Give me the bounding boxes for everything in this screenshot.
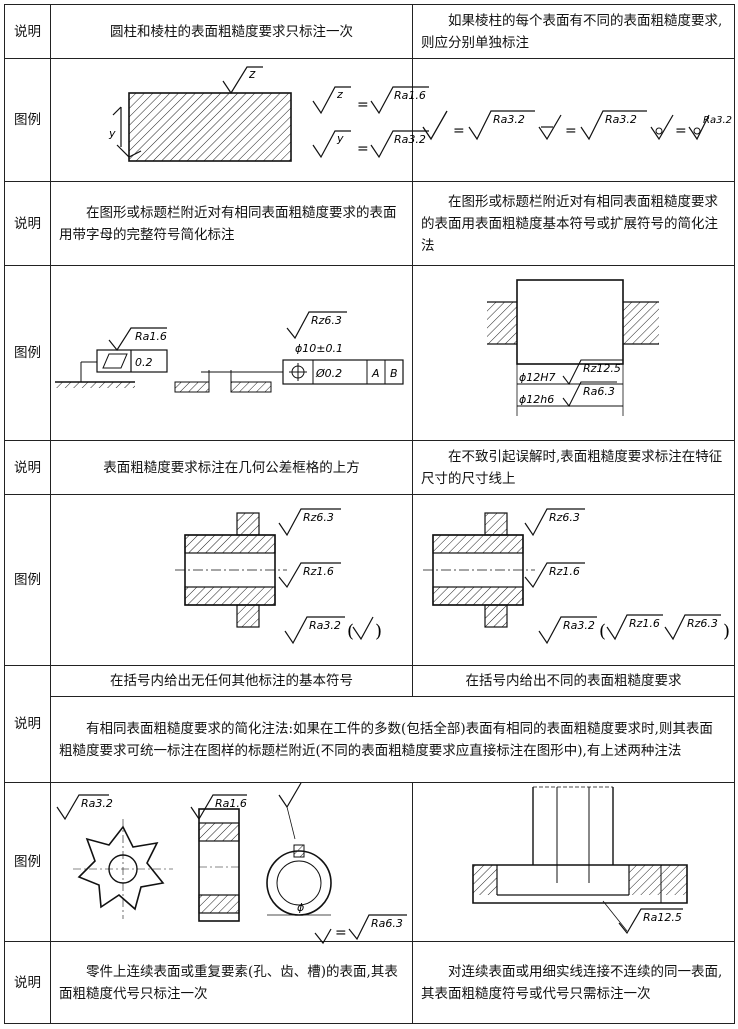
- desc-basic-symbol: 在图形或标题栏附近对有相同表面粗糙度要求的表面用表面粗糙度基本符号或扩展符号的简…: [412, 181, 735, 266]
- figure-gear-values: Rz6.3 Rz1.6 Ra3.2 ( Rz1.6 Rz6.3 ): [412, 494, 735, 666]
- desc-letter-symbol: 在图形或标题栏附近对有相同表面粗糙度要求的表面用带字母的完整符号简化标注: [50, 181, 413, 266]
- tol1: 0.2: [135, 356, 153, 369]
- row-label-desc: 说明: [4, 665, 51, 783]
- desc-values-in-brackets: 在括号内给出不同的表面粗糙度要求: [412, 665, 735, 697]
- ra16: Ra1.6: [215, 797, 247, 810]
- eq: =: [335, 925, 347, 941]
- ra125: Ra12.5: [643, 911, 682, 924]
- figure-shaft-fit-drawing: ϕ12H7 Rz12.5 ϕ12h6 Ra6.3: [487, 279, 659, 416]
- eq-a: =: [453, 123, 465, 139]
- rz16: Rz1.6: [549, 565, 580, 578]
- d1: ϕ12H7: [519, 371, 556, 384]
- rules-table: 说明 圆柱和棱柱的表面粗糙度要求只标注一次 如果棱柱的每个表面有不同的表面粗糙度…: [4, 4, 735, 1024]
- figure-continuous-drawing: Ra12.5: [472, 786, 688, 935]
- desc-continuous-surfaces: 对连续表面或用细实线连接不连续的同一表面,其表面粗糙度符号或代号只需标注一次: [412, 941, 735, 1024]
- svg-text:(: (: [347, 621, 354, 642]
- ra63: Ra6.3: [371, 917, 403, 930]
- row-label-fig: 图例: [4, 782, 51, 942]
- eq1-z: z: [336, 88, 343, 101]
- desc-prism-each-surface: 如果棱柱的每个表面有不同的表面粗糙度要求,则应分别单独标注: [412, 4, 735, 59]
- dim-10: ϕ10±0.1: [295, 342, 343, 355]
- eq2-y: y: [336, 132, 344, 145]
- row-label-desc: 说明: [4, 181, 51, 266]
- ra16-label: Ra1.6: [135, 330, 167, 343]
- d2: ϕ12h6: [519, 393, 554, 406]
- rz63-label: Rz6.3: [311, 314, 342, 327]
- figure-continuous-surface: Ra12.5: [412, 782, 735, 942]
- row-label-fig: 图例: [4, 58, 51, 182]
- desc-cylinder-prism: 圆柱和棱柱的表面粗糙度要求只标注一次: [50, 4, 413, 59]
- rz63-b: Rz6.3: [687, 617, 718, 630]
- figure-cylinder-prism-drawing: z y z = Ra1.6 y = Ra3.2: [108, 66, 429, 162]
- row-label-desc: 说明: [4, 4, 51, 59]
- tol2: Ø0.2: [315, 367, 342, 380]
- desc-simplified-method: 有相同表面粗糙度要求的简化注法:如果在工件的多数(包括全部)表面有相同的表面粗糙…: [50, 696, 735, 783]
- rz16-b: Rz1.6: [629, 617, 660, 630]
- ra-a: Ra3.2: [493, 113, 525, 126]
- figure-prism-symbols: = Ra3.2 = Ra3.2 = Ra3.2: [422, 110, 732, 141]
- rz16: Rz1.6: [303, 565, 334, 578]
- row-label-desc: 说明: [4, 941, 51, 1024]
- row-label-fig: 图例: [4, 265, 51, 441]
- eq2-sign: =: [357, 141, 369, 157]
- rz125: Rz12.5: [583, 362, 621, 375]
- phi: ϕ: [297, 901, 304, 914]
- ra32: Ra3.2: [81, 797, 113, 810]
- datum-b: B: [390, 367, 398, 380]
- figure-repeated-drawing: Ra3.2 Ra1.6 ϕ =: [56, 782, 407, 945]
- figure-gear-basic-drawing: Rz6.3 Rz1.6 Ra3.2 ( ): [175, 508, 382, 645]
- svg-text:): ): [375, 621, 382, 642]
- rz63: Rz6.3: [549, 511, 580, 524]
- datum-a: A: [371, 367, 380, 380]
- eq-b: =: [565, 123, 577, 139]
- figure-shaft-fit: ϕ12H7 Rz12.5 ϕ12h6 Ra6.3: [412, 265, 735, 441]
- rz63: Rz6.3: [303, 511, 334, 524]
- label-y: y: [108, 127, 116, 140]
- figure-prism-each-surface: = Ra3.2 = Ra3.2 = Ra3.2: [412, 58, 735, 182]
- desc-basic-in-brackets: 在括号内给出无任何其他标注的基本符号: [50, 665, 413, 697]
- ra63: Ra6.3: [583, 385, 615, 398]
- figure-repeated-elements: Ra3.2 Ra1.6 ϕ =: [50, 782, 413, 945]
- eq1-sign: =: [357, 97, 369, 113]
- desc-above-frame: 表面粗糙度要求标注在几何公差框格的上方: [50, 440, 413, 495]
- ra32: Ra3.2: [563, 619, 595, 632]
- label-z: z: [248, 67, 256, 81]
- svg-text:(: (: [599, 621, 606, 642]
- figure-gear-values-drawing: Rz6.3 Rz1.6 Ra3.2 ( Rz1.6 Rz6.3 ): [423, 508, 730, 645]
- ra-c: Ra3.2: [703, 115, 732, 126]
- ra32: Ra3.2: [309, 619, 341, 632]
- eq-c: =: [675, 123, 687, 139]
- ra-b: Ra3.2: [605, 113, 637, 126]
- figure-cylinder-prism: z y z = Ra1.6 y = Ra3.2: [50, 58, 429, 182]
- figure-tolerance-frames: 0.2 Ra1.6 Ø0.2 A B ϕ10±0.1: [50, 265, 413, 441]
- row-label-desc: 说明: [4, 440, 51, 495]
- svg-text:): ): [723, 621, 730, 642]
- desc-on-dimension-line: 在不致引起误解时,表面粗糙度要求标注在特征尺寸的尺寸线上: [412, 440, 735, 495]
- desc-repeated-features: 零件上连续表面或重复要素(孔、齿、槽)的表面,其表面粗糙度代号只标注一次: [50, 941, 413, 1024]
- figure-gear-basic: Rz6.3 Rz1.6 Ra3.2 ( ): [50, 494, 413, 666]
- figure-tolerance-drawing: 0.2 Ra1.6 Ø0.2 A B ϕ10±0.1: [55, 311, 404, 393]
- row-label-fig: 图例: [4, 494, 51, 666]
